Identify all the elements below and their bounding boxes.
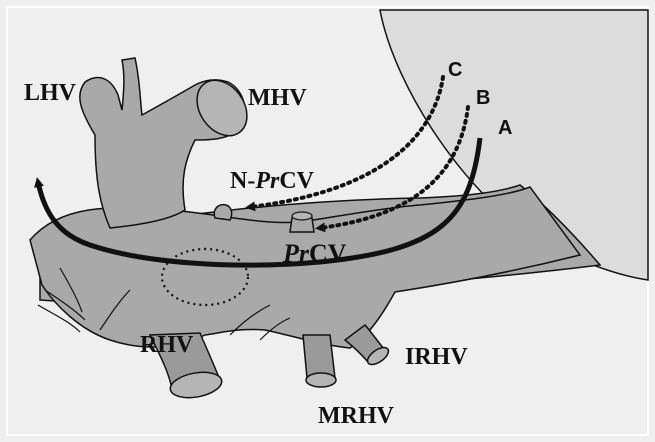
label-mrhv: MRHV [318,403,395,429]
route-label-c: C [448,59,462,81]
mrhv-trunk [303,335,335,378]
label-nprcv: N-PrCV [230,168,315,194]
label-prcv: PrCV [282,239,347,268]
label-nprcv-prefix: N- [230,168,255,194]
label-prcv-suffix: CV [309,239,347,268]
label-lhv: LHV [24,80,77,106]
label-nprcv-italic: Pr [254,168,280,194]
label-nprcv-suffix: CV [279,168,314,194]
label-prcv-italic: Pr [282,239,310,268]
label-rhv: RHV [140,332,194,358]
mrhv-opening [306,373,336,387]
label-irhv: IRHV [405,344,468,370]
route-label-b: B [476,87,490,109]
prcv-opening [292,212,312,220]
nprcv-stub [214,205,231,220]
label-mhv: MHV [248,85,307,111]
route-label-a: A [498,117,512,139]
